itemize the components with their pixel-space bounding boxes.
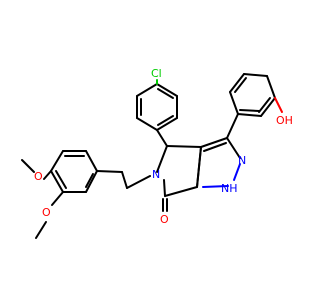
lactam-nitrogen-label: N	[152, 168, 160, 181]
pyrazole-ring	[196, 137, 241, 188]
methoxy-oxygen-lower-label: O	[42, 206, 51, 219]
n-ch2-bond	[126, 175, 151, 189]
methyl-lower-bond	[35, 221, 47, 239]
pyrrolone-ring	[156, 145, 202, 197]
methyl-upper-bond	[21, 159, 35, 173]
ch2-ch2-bond	[121, 171, 128, 189]
ch2-aryl-bond	[96, 170, 123, 173]
chlorophenyl-ring	[136, 83, 178, 131]
chlorine-atom-label: Cl	[151, 67, 162, 80]
methoxy-oxygen-upper-label: O	[34, 170, 43, 183]
hydroxyl-label: OH	[276, 114, 293, 127]
carbonyl-oxygen-label: O	[160, 213, 169, 226]
pyrazole-nh-label: NH	[221, 182, 238, 195]
c-oh-bond	[274, 97, 283, 113]
aryl-c4-bond	[156, 129, 168, 147]
pyrazole-nitrogen-label: N	[238, 154, 246, 167]
pyrazole-aryl-bond	[226, 113, 239, 139]
dimethoxyphenyl-ring	[50, 150, 98, 193]
hydroxyphenyl-ring	[229, 73, 276, 117]
molecule-structure: Cl N O N NH OH	[21, 67, 293, 239]
